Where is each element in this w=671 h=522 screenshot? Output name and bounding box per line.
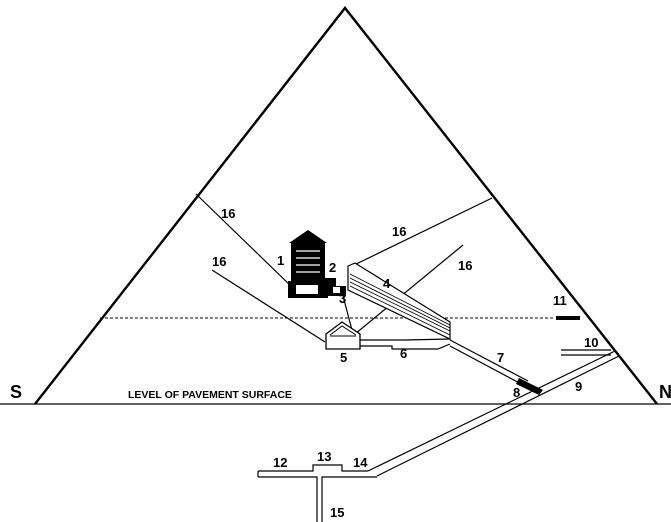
queens-horizontal-passage: [360, 338, 451, 350]
north-direction-label: N: [659, 382, 671, 402]
air-shaft-queen-south: [211, 269, 326, 343]
ascending-passage: [449, 339, 529, 387]
pavement-label: LEVEL OF PAVEMENT SURFACE: [128, 389, 292, 401]
label-11: 11: [553, 293, 567, 308]
label-7: 7: [497, 350, 504, 365]
south-direction-label: S: [10, 382, 22, 402]
air-shaft-king-south: [195, 193, 294, 289]
antechamber: [322, 278, 346, 296]
pyramid-outline: [34, 6, 658, 405]
well-connection: [342, 295, 353, 331]
grand-gallery: [347, 262, 451, 340]
label-16-queens-south: 16: [212, 254, 226, 269]
descending-passage: [367, 350, 620, 477]
label-4: 4: [383, 276, 391, 291]
label-14: 14: [353, 455, 368, 470]
original-entrance: [561, 349, 611, 356]
label-5: 5: [340, 350, 347, 365]
label-2: 2: [329, 260, 336, 275]
relieving-chambers-roof: [289, 230, 327, 243]
relieving-chambers-block: [291, 243, 325, 281]
label-10: 10: [584, 335, 598, 350]
air-shaft-queen-north: [354, 244, 464, 335]
subterranean-chamber: [257, 464, 377, 522]
label-13: 13: [317, 449, 331, 464]
label-16-queens-north: 16: [458, 258, 472, 273]
label-8: 8: [513, 385, 520, 400]
label-1: 1: [277, 253, 284, 268]
label-3: 3: [339, 291, 346, 306]
label-15: 15: [330, 505, 344, 520]
kings-chamber: [288, 230, 328, 298]
label-16-kings-south: 16: [221, 206, 235, 221]
label-9: 9: [575, 379, 582, 394]
label-6: 6: [400, 346, 407, 361]
granite-plugs: [516, 378, 543, 395]
queens-chamber: [325, 321, 361, 350]
label-16-kings-north: 16: [392, 224, 406, 239]
label-12: 12: [273, 455, 287, 470]
air-shaft-king-north: [347, 197, 493, 269]
robbers-tunnel: [556, 316, 580, 320]
